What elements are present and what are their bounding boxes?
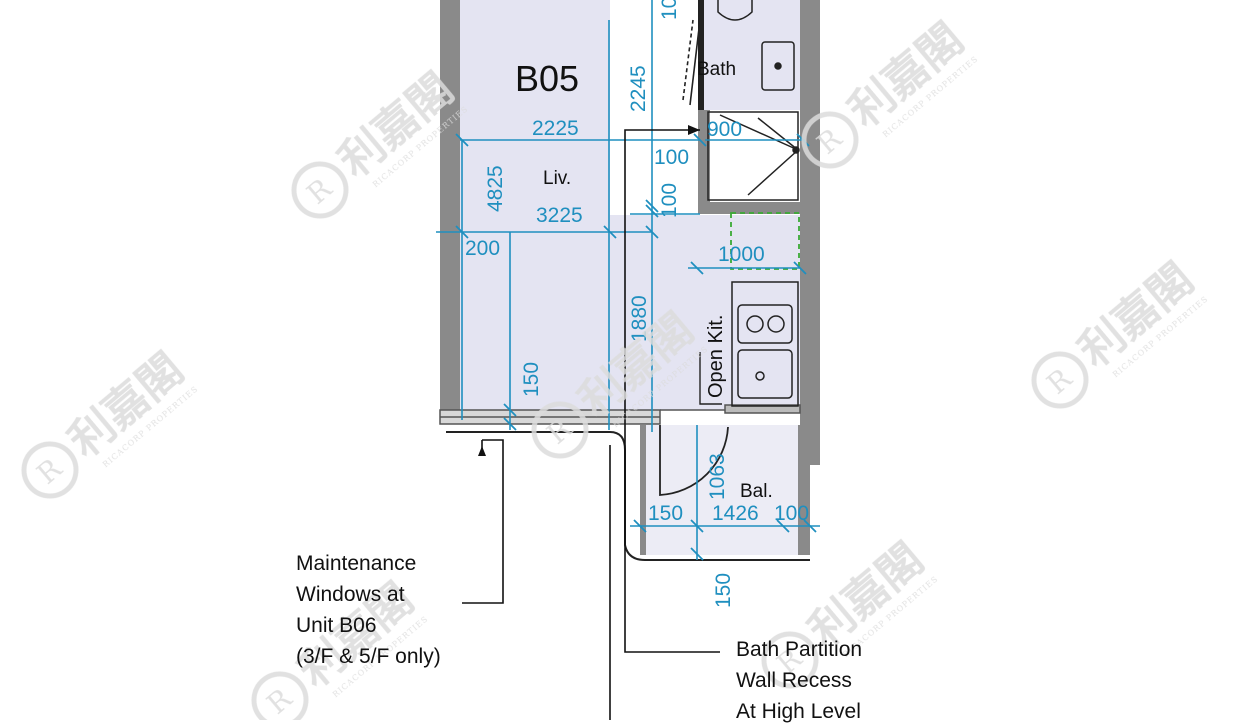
note-line: Bath Partition (736, 638, 863, 661)
note-line: Windows at (296, 583, 405, 606)
living-room-floor (460, 0, 610, 410)
note-line: At High Level (736, 700, 861, 723)
kitchen-floor (700, 215, 800, 410)
dim-wall-100-a: 100 (654, 146, 689, 169)
dim-living-width-upper: 2225 (532, 117, 579, 140)
dim-left-150: 150 (520, 362, 543, 397)
left-wall (440, 0, 460, 410)
note-line: Wall Recess (736, 669, 852, 692)
note-line: Maintenance (296, 552, 417, 575)
room-label-bath: Bath (697, 59, 736, 80)
bath-door (682, 19, 701, 106)
bath-partition-wall (698, 110, 710, 214)
bath-partition-note: Bath Partition Wall Recess At High Level (736, 634, 862, 727)
right-wall (800, 0, 820, 465)
dim-balcony-100: 100 (774, 502, 809, 525)
kitchen-zone (730, 212, 800, 270)
bath-bottom-wall (698, 202, 800, 214)
unit-label: B05 (515, 58, 579, 99)
arrow-head-small (478, 446, 486, 456)
note-line: Unit B06 (296, 614, 377, 637)
shower (707, 111, 800, 201)
balcony-left-wall (640, 425, 646, 555)
dim-left-200: 200 (465, 237, 500, 260)
room-label-kitchen: Open Kit. (705, 315, 727, 398)
dim-kitchen-width: 1000 (718, 243, 765, 266)
kitchen-counter (731, 281, 799, 407)
maintenance-windows-note: Maintenance Windows at Unit B06 (3/F & 5… (296, 548, 441, 672)
arrow-head (688, 125, 700, 135)
dim-door-width: 900 (707, 118, 742, 141)
toilet (717, 0, 753, 21)
watermark-logos (13, 13, 1210, 720)
dim-top-partial: 10 (658, 0, 681, 20)
dim-living-height: 4825 (484, 165, 507, 212)
note-line: (3/F & 5/F only) (296, 645, 441, 668)
dim-balcony-depth: 1063 (706, 453, 729, 500)
washbasin (761, 41, 795, 91)
dim-wall-100-b: 100 (658, 183, 681, 218)
bath-top-wall (698, 0, 704, 110)
balcony-right-wall (798, 425, 810, 555)
kitchen-label-bracket (699, 352, 722, 405)
balcony-door-swing (659, 425, 729, 496)
room-label-living: Liv. (543, 168, 571, 189)
room-label-balcony: Bal. (740, 481, 773, 502)
bath-floor (700, 0, 810, 110)
dimension-ticks (455, 133, 817, 561)
dim-bottom-150: 150 (712, 573, 735, 608)
dim-living-width: 3225 (536, 204, 583, 227)
dim-balcony-1426: 1426 (712, 502, 759, 525)
dim-balcony-150: 150 (648, 502, 683, 525)
dim-bath-height: 2245 (627, 65, 650, 112)
